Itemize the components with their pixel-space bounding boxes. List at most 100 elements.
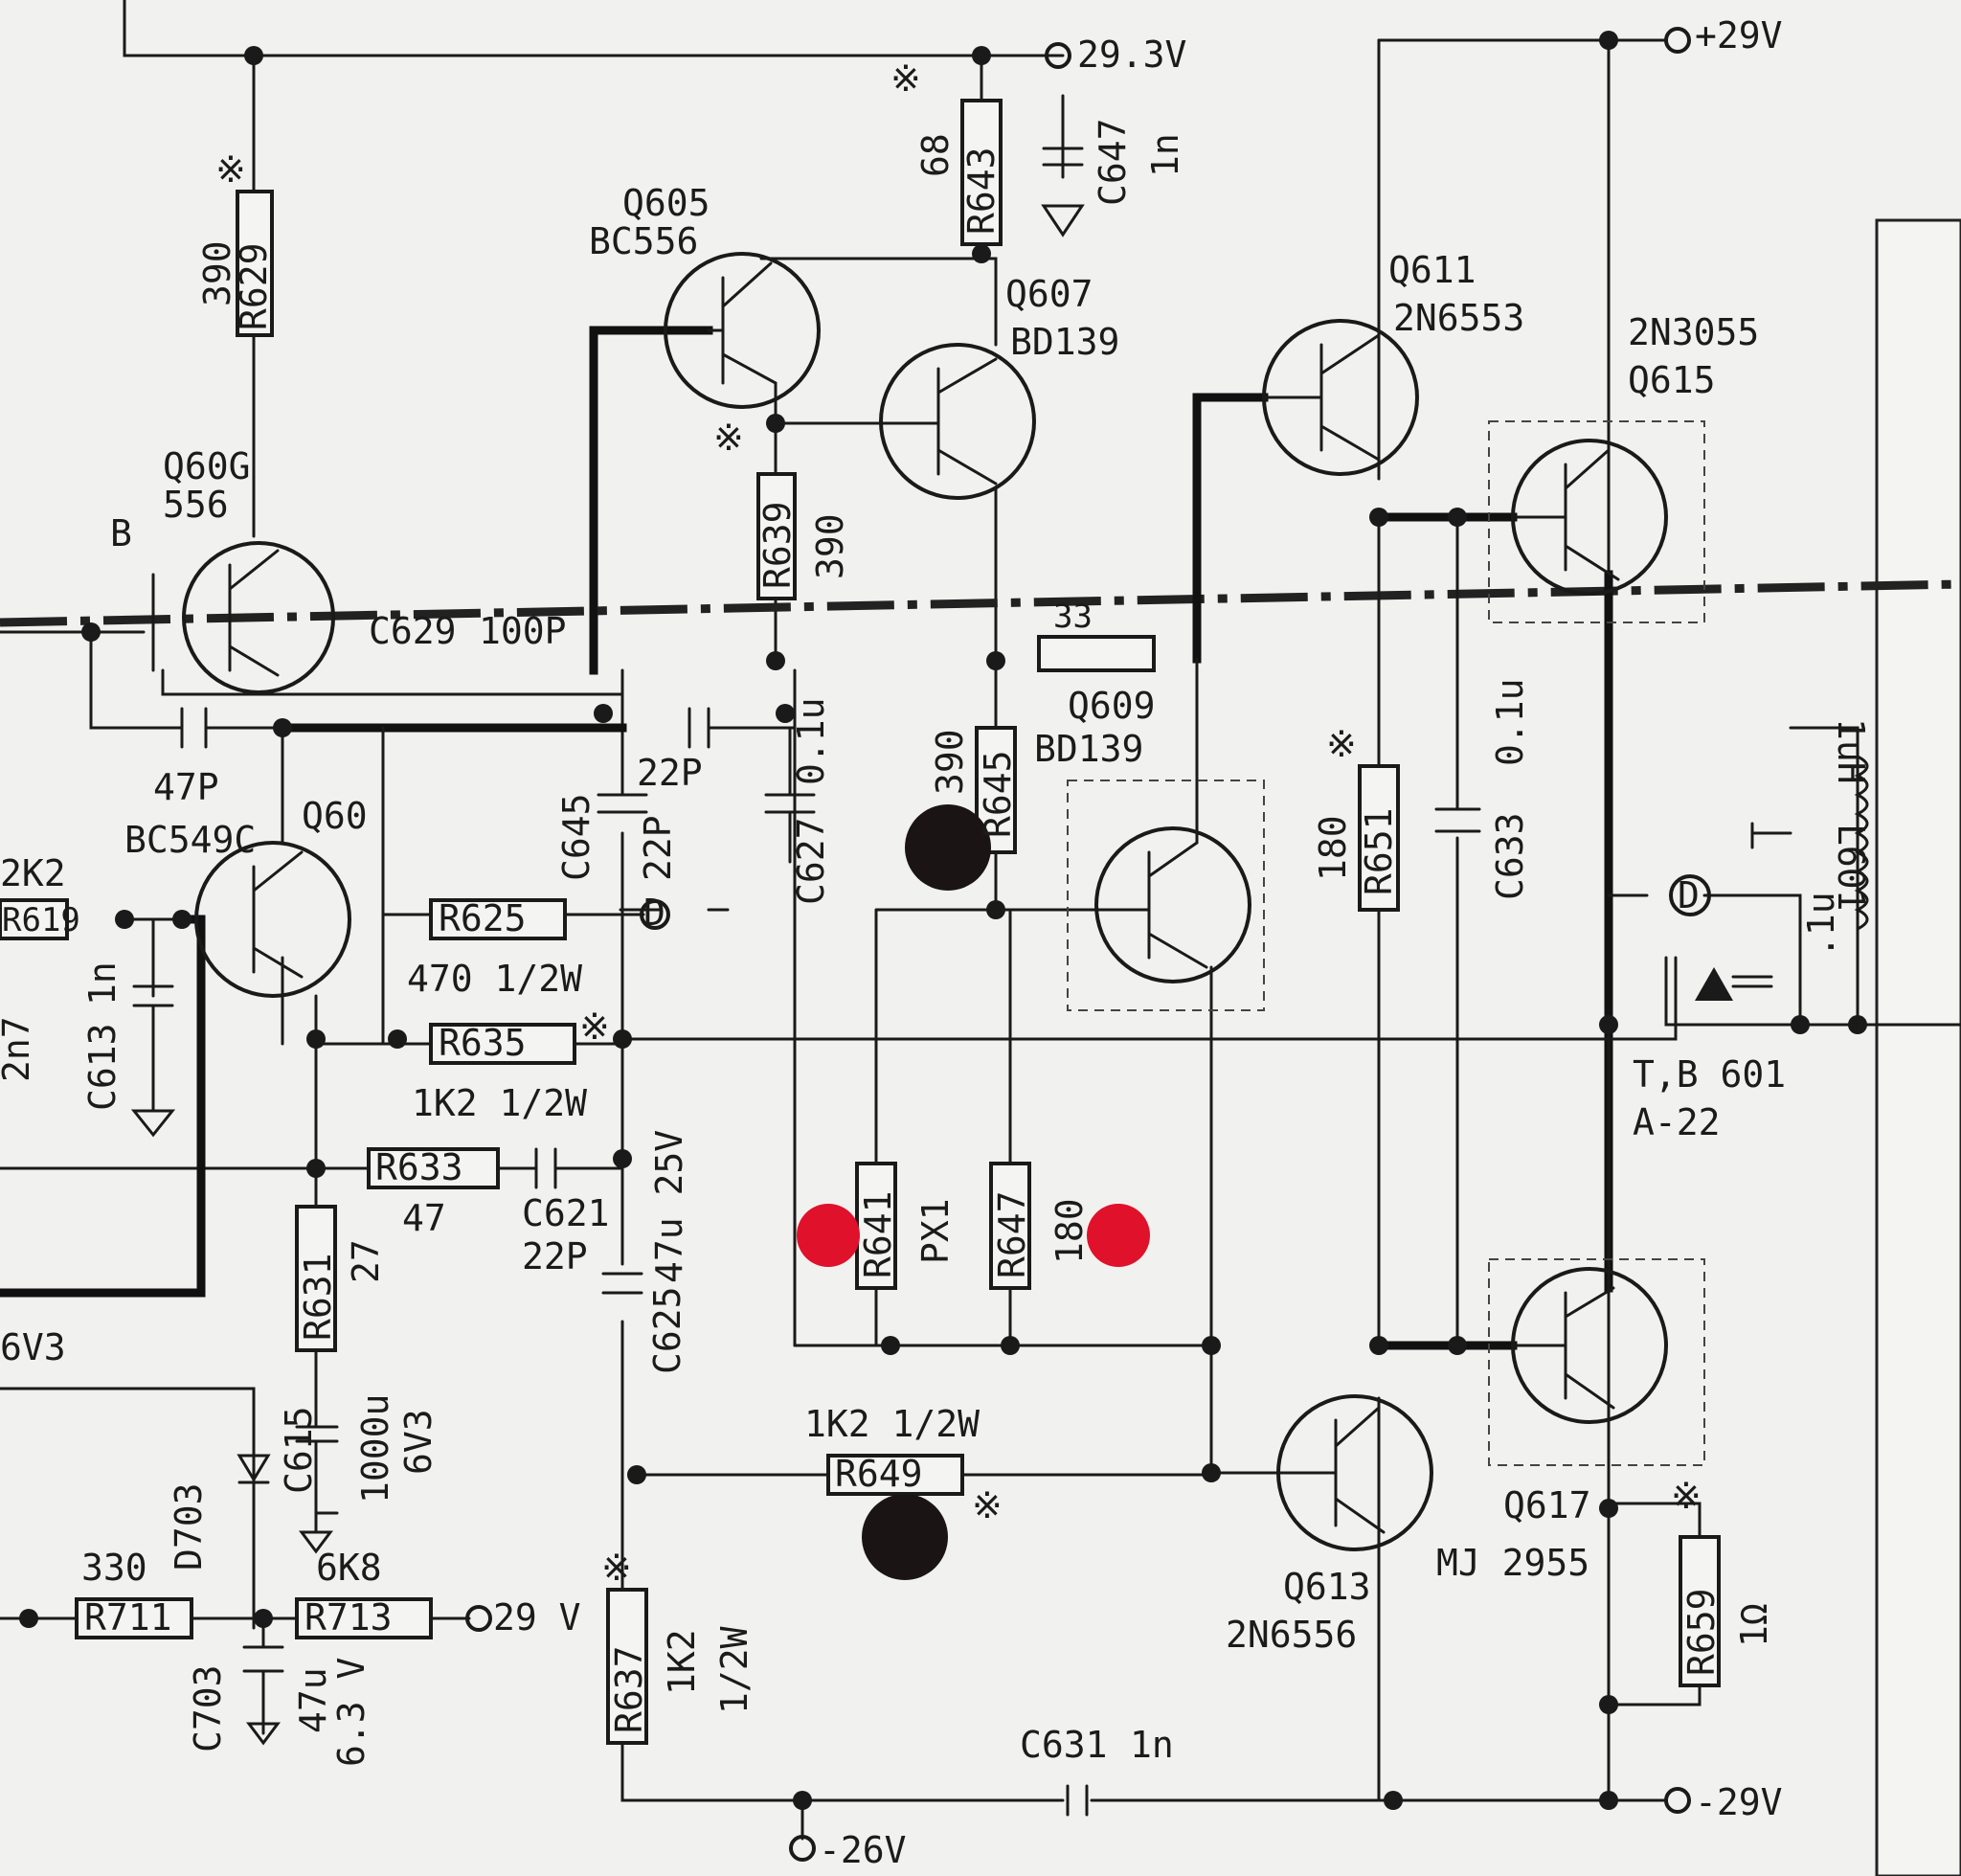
label-q611-ref: Q611 [1388,249,1476,291]
q606-symbol [182,541,335,694]
label-c625-value: 47u 25V [648,1130,690,1283]
label-c629-value: 100P [479,610,567,652]
label-r635-ref: R635 [439,1022,527,1064]
q607-symbol [879,343,1036,500]
label-r711-ref: R711 [84,1596,172,1639]
label-r33-value: 33 [1053,598,1093,636]
label-r641-ref: R641 [857,1190,899,1278]
terminal-plus29v [1664,27,1691,54]
c633-plates [1434,807,1481,833]
label-r633-ref: R633 [375,1146,463,1188]
resistors [0,99,1721,1745]
terminal-293v [1045,42,1071,69]
label-r639-ref: R639 [756,501,799,589]
asterisk-r637: ※ [601,1547,632,1589]
transistors [182,252,1668,1551]
label-c627-ref: C627 [790,817,832,905]
label-r713-ref: R713 [304,1596,393,1639]
label-q609-part: BD139 [1034,728,1143,770]
capacitors [130,707,1773,1817]
label-c647-value: 1n [1144,133,1186,177]
label-c613-value: 1n [81,961,124,1006]
r619-body [0,898,69,940]
r635-body [429,1023,576,1065]
q601-symbol [194,841,351,998]
label-c703-voltage: 6.3 V [330,1658,372,1767]
label-q601-part: BC549C [124,819,256,861]
label-r645-value: 390 [929,729,971,795]
label-node-d-left: D [643,892,665,934]
terminal-minus29v [1664,1787,1691,1814]
r641-body [855,1162,897,1290]
asterisk-r639: ※ [713,417,744,459]
r649-body [826,1454,964,1496]
label-r651-ref: R651 [1358,807,1400,895]
label-node-d-right: D [1678,874,1700,916]
c1u-plates [1731,822,1773,988]
label-r619-value: 2K2 [0,852,66,894]
tb601-arrow [1695,967,1733,1001]
label-c633-value: 0.1u [1489,678,1531,766]
asterisk-r651: ※ [1326,723,1357,765]
r633-body [367,1147,500,1189]
label-node-b: B [110,512,132,554]
label-rail-top-right: +29V [1695,14,1783,57]
asterisk-r629: ※ [215,148,246,191]
terminals [465,27,1711,1862]
q611-symbol [1262,319,1419,476]
label-rail-left-29v: 29 V [493,1596,581,1639]
asterisk-r643: ※ [890,57,921,100]
label-r713-value: 6K8 [316,1547,382,1589]
label-r629-value: 390 [196,240,238,306]
label-r639-value: 390 [809,513,851,579]
label-tb601-value: A-22 [1633,1101,1721,1143]
label-c615-value: 1000u [354,1394,396,1503]
q615-symbol [1511,439,1668,596]
r637-body [606,1588,648,1745]
c615-ground [299,1511,333,1554]
label-rail-top: 29.3V [1077,34,1186,76]
label-c621-value: 22P [522,1235,588,1277]
q617-heatsink-outline [1488,1258,1705,1466]
label-r637-watt: 1/2W [713,1626,755,1714]
junctions [19,31,1867,1810]
label-rail-bottom-right: -29V [1695,1781,1783,1823]
label-rail-bottom: -26V [819,1829,907,1871]
label-q605-ref: Q605 [622,182,710,224]
label-c615-ref: C615 [278,1406,320,1494]
label-r631-ref: R631 [297,1253,339,1341]
label-d703-ref: D703 [168,1482,210,1571]
label-r637-ref: R637 [608,1645,650,1733]
label-c1u: .1u [1800,892,1842,958]
r659-body [1679,1535,1721,1687]
label-c645-value: 22P [637,815,679,881]
q609-symbol [1071,826,1251,983]
label-r631-value: 27 [345,1239,387,1283]
label-q609-ref: Q609 [1068,685,1156,727]
asterisk-r635: ※ [579,1006,610,1048]
q609-heatsink-outline [1067,780,1265,1011]
c645-plates [597,793,648,814]
red-dot [797,1204,860,1267]
red-dot [1087,1204,1150,1267]
q617-symbol [1511,1267,1668,1424]
label-r647-ref: R647 [991,1190,1033,1278]
label-q611-part: 2N6553 [1393,297,1524,339]
label-q606-part: 556 [163,484,229,526]
asterisk-q617: ※ [1671,1475,1702,1517]
c627-plates [764,726,816,864]
ink-blot [905,804,991,891]
c625-plates [601,1272,643,1295]
label-q617-part: MJ 2955 [1436,1542,1589,1584]
terminal-minus26v [789,1835,816,1862]
labels: 29.3V +29V -29V -26V 29 V 6V3 Q605 BC556… [0,14,1872,1871]
label-c703-ref: C703 [187,1664,229,1752]
c47p-plates [180,707,208,749]
r711-body [75,1597,193,1639]
label-c621-ref: C621 [522,1192,610,1234]
c631-plates [1066,1784,1089,1817]
label-c631-ref: C631 [1020,1724,1108,1766]
